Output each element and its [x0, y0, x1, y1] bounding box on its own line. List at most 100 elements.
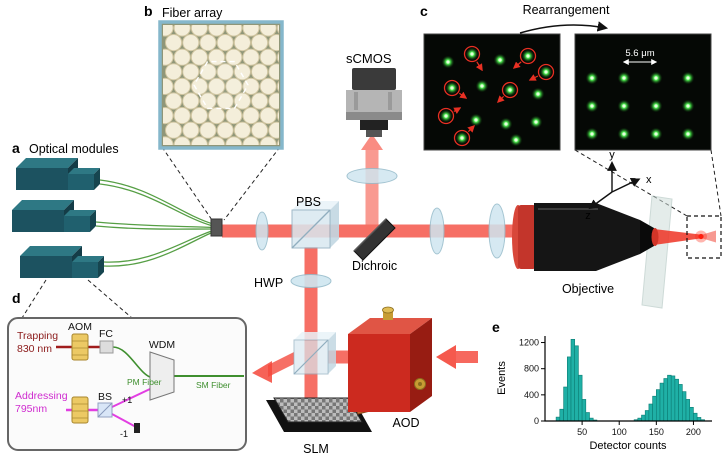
aod-knob-stem [383, 310, 393, 320]
optical-module [12, 200, 96, 232]
fiber-core [165, 92, 183, 110]
fiber-core [190, 25, 208, 37]
trapping-label-line1: Trapping [17, 330, 58, 342]
wdm-prism [149, 351, 175, 401]
fiber-core [173, 25, 191, 37]
fiber-core [182, 121, 200, 139]
x-tick-label: 50 [577, 427, 587, 437]
panel-d-letter: d [12, 290, 21, 306]
diagonal-beam [268, 352, 294, 377]
relay-lens-1 [429, 207, 445, 255]
fiber-core [182, 63, 200, 81]
callout-line-atoms-right [710, 149, 722, 217]
fiber-array-inset [158, 20, 302, 150]
focus-callout-box [686, 215, 722, 259]
camera-lens-barrel [360, 120, 388, 130]
fiber-core [251, 34, 269, 52]
bs-cube [97, 402, 113, 418]
rearrange-circle [519, 47, 537, 65]
bs-diagonal [97, 402, 113, 418]
fc-label: FC [99, 328, 113, 340]
optical-modules-group [12, 158, 104, 278]
atom-dot [622, 104, 626, 108]
objective-nose [640, 220, 654, 254]
atom-panels [423, 21, 712, 151]
x-tick-label: 150 [649, 427, 664, 437]
atom-dot [480, 84, 484, 88]
fiber-core [216, 34, 234, 52]
minus-one-label: -1 [120, 429, 128, 439]
fiber-core [242, 107, 260, 125]
sm-fiber-label: SM Fiber [196, 380, 231, 390]
histogram-bar [648, 403, 653, 422]
atom-dot [446, 60, 450, 64]
hwp-label: HWP [254, 276, 283, 290]
relay-lens-2 [488, 203, 506, 259]
aom-trapping [71, 333, 89, 361]
fiber-core [268, 34, 279, 52]
vacuum-window [641, 195, 673, 309]
fiber-core [199, 34, 217, 52]
histogram-bars [555, 338, 705, 422]
aom-label: AOM [68, 321, 92, 333]
pbs-diagonal [291, 209, 331, 249]
atom-dot [622, 132, 626, 136]
vertical-beam [304, 247, 318, 402]
atom-dot [654, 104, 658, 108]
histogram-bar [644, 410, 650, 422]
fiber-core [173, 77, 191, 96]
inset-box [7, 317, 247, 451]
fiber-bundle [95, 179, 214, 267]
rearrange-arrow [467, 124, 476, 133]
fiber-core [216, 121, 234, 139]
focus-spot [698, 233, 704, 240]
panel-a-letter: a [12, 140, 20, 156]
atom-dot [686, 132, 690, 136]
fiber-core [163, 48, 174, 66]
histogram-bar [652, 395, 657, 422]
panel-b-title: Fiber array [162, 6, 223, 20]
fiber-6 [103, 231, 214, 267]
rearrange-arrow [496, 95, 505, 104]
fiber-3 [95, 221, 214, 229]
fiber-core [259, 77, 277, 96]
atom-dot [470, 52, 474, 56]
module-top-face [12, 200, 74, 210]
camera-body-band [346, 112, 402, 120]
callout-line-fiberarray-left [161, 146, 213, 221]
panel-e-letter: e [492, 319, 500, 335]
fiber-core [268, 121, 279, 139]
diverging-cone [701, 230, 716, 243]
module-connector-side [98, 256, 104, 278]
module-top-face [16, 158, 78, 168]
half-wave-plate [290, 274, 332, 288]
camera-rib-1 [354, 92, 358, 110]
fiber-cores-group [163, 25, 302, 145]
aod-input-beam [456, 351, 478, 363]
module-connector-front [72, 262, 98, 278]
objective-rear-ring [518, 205, 536, 269]
lower-cube-top-face [294, 332, 336, 340]
x-tick-label: 200 [686, 427, 701, 437]
camera-top-block [352, 68, 396, 90]
y-tick-label: 400 [524, 390, 539, 400]
fiber-core [233, 34, 251, 52]
dichroic-label: Dichroic [352, 259, 397, 273]
laser-setup-inset [7, 317, 247, 451]
histogram-bar [581, 399, 587, 422]
fiber-core [259, 136, 277, 145]
fiber-core [286, 122, 302, 138]
fiber-core [163, 25, 174, 37]
fiber-core [233, 92, 251, 110]
aom1-body [71, 333, 89, 361]
atom-dot [504, 122, 508, 126]
panel-c-letter: c [420, 3, 428, 19]
objective-lens [512, 203, 659, 271]
atom-dot [536, 92, 540, 96]
fiber-core [286, 64, 302, 80]
fiber-core [165, 121, 183, 139]
atom-dot [514, 138, 518, 142]
fiber-core [276, 80, 279, 93]
fiber-core [276, 109, 279, 122]
